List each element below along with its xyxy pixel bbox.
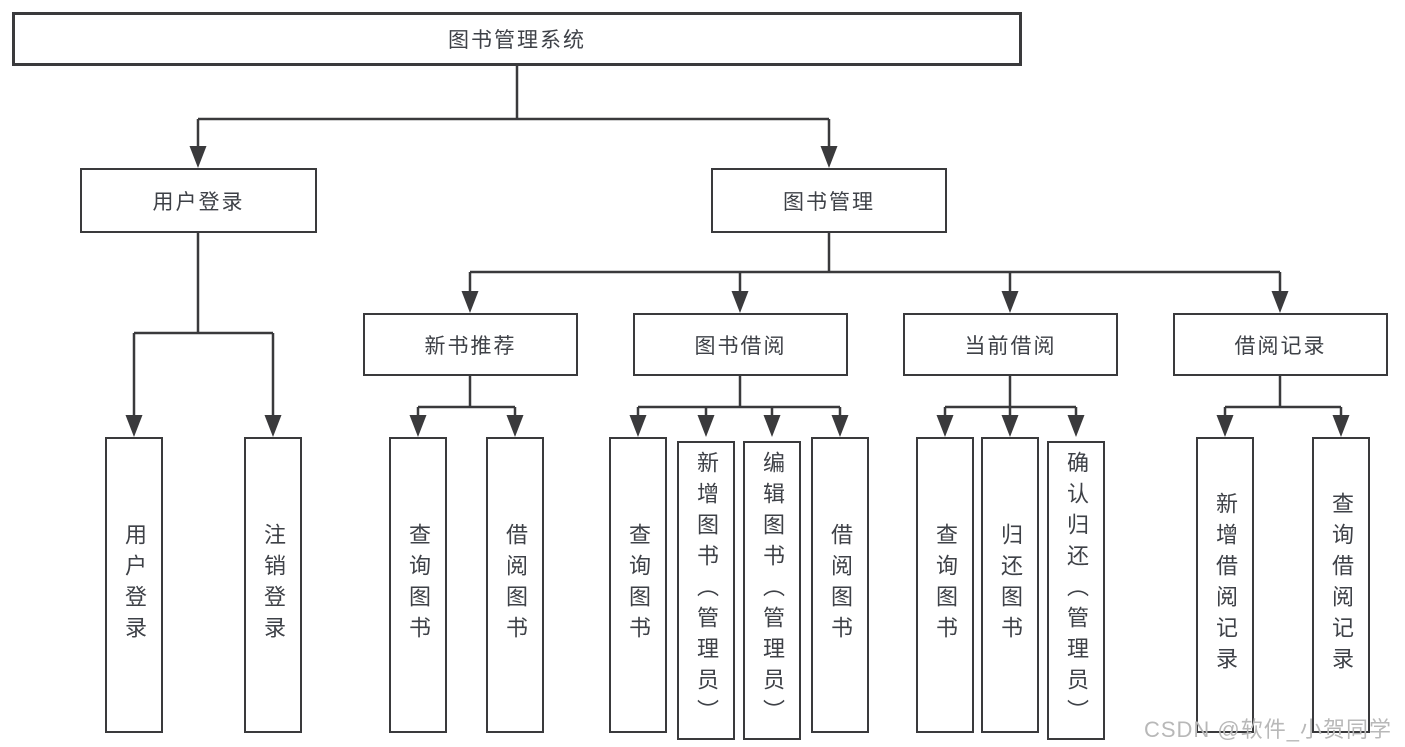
- leaf-records-add-borrow-record: 新增借阅记录: [1196, 437, 1254, 733]
- node-book-management: 图书管理: [711, 168, 947, 233]
- leaf-current-query-books: 查询图书: [916, 437, 974, 733]
- leaf-logout: 注销登录: [244, 437, 302, 733]
- node-new-book-recommend: 新书推荐: [363, 313, 578, 376]
- node-user-login: 用户登录: [80, 168, 317, 233]
- leaf-recommend-borrow-books: 借阅图书: [486, 437, 544, 733]
- leaf-records-query-borrow-record: 查询借阅记录: [1312, 437, 1370, 733]
- node-current-borrowing: 当前借阅: [903, 313, 1118, 376]
- leaf-current-return-books: 归还图书: [981, 437, 1039, 733]
- leaf-borrowing-add-books-admin: 新增图书（管理员）: [677, 441, 735, 740]
- leaf-borrowing-borrow-books: 借阅图书: [811, 437, 869, 733]
- node-book-borrowing: 图书借阅: [633, 313, 848, 376]
- node-borrow-records: 借阅记录: [1173, 313, 1388, 376]
- leaf-current-confirm-return-admin: 确认归还（管理员）: [1047, 441, 1105, 740]
- watermark: CSDN @软件_小贺同学: [1143, 717, 1392, 742]
- node-library-system: 图书管理系统: [12, 12, 1022, 66]
- leaf-borrowing-query-books: 查询图书: [609, 437, 667, 733]
- leaf-user-login: 用户登录: [105, 437, 163, 733]
- leaf-borrowing-edit-books-admin: 编辑图书（管理员）: [743, 441, 801, 740]
- leaf-recommend-query-books: 查询图书: [389, 437, 447, 733]
